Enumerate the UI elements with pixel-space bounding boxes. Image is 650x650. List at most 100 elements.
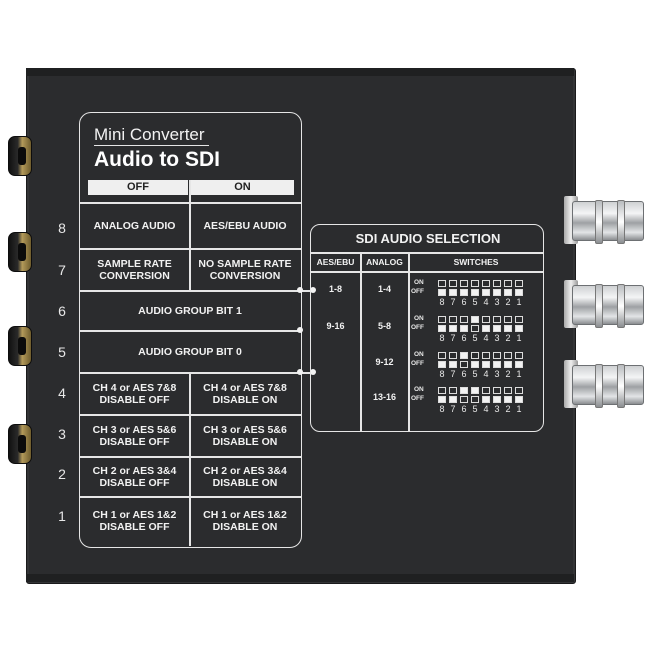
switch-2-off-label: CH 2 or AES 3&4 DISABLE OFF	[92, 464, 177, 489]
dip-switch-on-cell	[438, 352, 446, 359]
dip-switch-on-cell	[449, 352, 457, 359]
dip-switch-off-cell	[493, 361, 501, 368]
dip-switch-on-cell	[438, 280, 446, 287]
dip-switch-off-cell	[449, 361, 457, 368]
dip-switch-number: 2	[505, 333, 511, 343]
row-divider	[79, 290, 301, 292]
dip-switch-number: 7	[450, 404, 456, 414]
switch-off-label: OFF	[411, 360, 424, 367]
off-header: OFF	[88, 180, 188, 195]
dip-switch-number: 3	[494, 404, 500, 414]
dip-switch-on-cell	[515, 316, 523, 323]
dip-switch-number: 5	[472, 297, 478, 307]
switch-off-label: OFF	[411, 324, 424, 331]
dip-switch-number: 3	[494, 297, 500, 307]
on-header: ON	[191, 180, 294, 195]
dip-switch-off-cell	[438, 289, 446, 296]
switch-7-on-label: NO SAMPLE RATE CONVERSION	[198, 257, 292, 282]
brand-line-1: Mini Converter	[94, 125, 205, 144]
dip-switch-on-cell	[449, 387, 457, 394]
switch-4-off-label: CH 4 or AES 7&8 DISABLE OFF	[92, 381, 177, 406]
dip-switch-number: 8	[439, 404, 445, 414]
dip-switch-number: 5	[472, 404, 478, 414]
dip-switch-number: 8	[439, 333, 445, 343]
dip-switch-off-cell	[504, 289, 512, 296]
dip-switch-number: 7	[450, 297, 456, 307]
analog-column-header: ANALOG	[366, 257, 403, 267]
dip-switch-on-cell	[515, 280, 523, 287]
analog-value: 1-4	[377, 284, 391, 294]
dip-switch-on-cell	[504, 387, 512, 394]
dip-switch-on-cell	[449, 280, 457, 287]
switch-number: 6	[58, 303, 66, 319]
switch-on-label: ON	[414, 315, 424, 322]
dip-switch-on-cell	[504, 316, 512, 323]
switch-1-on-label: CH 1 or AES 1&2 DISABLE ON	[203, 508, 287, 533]
aes-column-header: AES/EBU	[316, 257, 355, 267]
switch-1-off-label: CH 1 or AES 1&2 DISABLE OFF	[92, 508, 177, 533]
dip-switch-off-cell	[460, 325, 468, 332]
switch-number: 5	[58, 344, 66, 360]
connector-dot	[297, 369, 303, 375]
dip-switch-off-cell	[515, 325, 523, 332]
dip-switch-on-cell	[482, 387, 490, 394]
dip-switch-off-cell	[471, 325, 479, 332]
switch-3-on-label: CH 3 or AES 5&6 DISABLE ON	[203, 423, 287, 448]
sdi-audio-selection-box	[310, 224, 544, 432]
dip-switch-number: 7	[450, 369, 456, 379]
connector-line	[300, 372, 312, 374]
sdi-column-divider	[360, 252, 362, 431]
dip-switch-number: 2	[505, 404, 511, 414]
dip-switch-on-cell	[438, 316, 446, 323]
switch-number: 8	[58, 220, 66, 236]
dip-switch-on-cell	[482, 316, 490, 323]
audio-jack-1	[8, 136, 32, 176]
dip-switch-off-cell	[482, 289, 490, 296]
dip-switch-on-cell	[471, 316, 479, 323]
dip-switch-number: 4	[483, 404, 489, 414]
dip-switch-off-cell	[493, 396, 501, 403]
switch-number: 2	[58, 466, 66, 482]
dip-switch-off-cell	[493, 325, 501, 332]
dip-switch-on-cell	[449, 316, 457, 323]
connector-dot	[310, 369, 316, 375]
analog-value: 9-12	[375, 357, 394, 367]
connector-line	[300, 290, 312, 292]
dip-switch-number: 1	[516, 297, 522, 307]
switch-7-off-label: SAMPLE RATE CONVERSION	[97, 257, 172, 282]
switch-number: 1	[58, 508, 66, 524]
switch-5-label: AUDIO GROUP BIT 0	[138, 345, 242, 358]
switch-on-label: ON	[414, 279, 424, 286]
dip-switch-number: 6	[461, 333, 467, 343]
dip-switch-number: 4	[483, 333, 489, 343]
dip-switch-on-cell	[460, 316, 468, 323]
sdi-bnc-connector-1	[572, 200, 644, 244]
switch-off-label: OFF	[411, 288, 424, 295]
dip-switch-off-cell	[471, 289, 479, 296]
panel-bottom-edge	[26, 574, 574, 582]
dip-switch-on-cell	[471, 352, 479, 359]
dip-switch-on-cell	[471, 387, 479, 394]
sdi-bnc-connector-2	[572, 284, 644, 328]
dip-switch-on-cell	[493, 280, 501, 287]
sdi-column-divider	[408, 252, 410, 431]
dip-switch-off-cell	[460, 289, 468, 296]
sdi-title-divider	[310, 252, 543, 254]
switch-2-on-label: CH 2 or AES 3&4 DISABLE ON	[203, 464, 287, 489]
dip-switch-off-cell	[449, 289, 457, 296]
dip-switch-off-cell	[504, 396, 512, 403]
switch-number: 4	[58, 385, 66, 401]
switch-3-off-label: CH 3 or AES 5&6 DISABLE OFF	[92, 423, 177, 448]
switches-column-header: SWITCHES	[453, 257, 499, 267]
dip-switch-number: 2	[505, 369, 511, 379]
switch-number: 3	[58, 426, 66, 442]
dip-switch-off-cell	[504, 361, 512, 368]
dip-switch-number: 1	[516, 369, 522, 379]
switch-8-off-label: ANALOG AUDIO	[93, 219, 176, 232]
dip-switch-on-cell	[504, 280, 512, 287]
connector-dot	[310, 287, 316, 293]
dip-switch-on-cell	[515, 387, 523, 394]
connector-dot	[297, 287, 303, 293]
dip-switch-off-cell	[438, 396, 446, 403]
dip-switch-number: 8	[439, 297, 445, 307]
